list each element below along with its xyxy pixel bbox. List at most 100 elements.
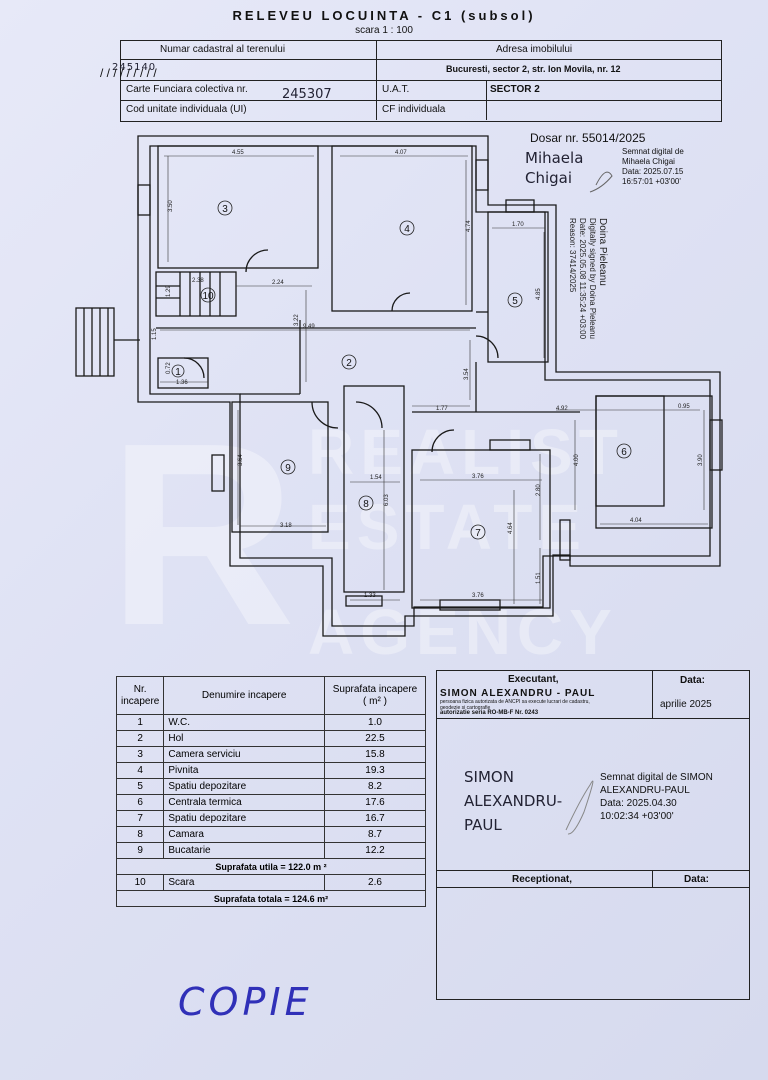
- watermark-logo: R: [108, 390, 296, 680]
- executant-digital-sig: Semnat digital de SIMON ALEXANDRU-PAUL D…: [600, 772, 713, 822]
- cadastral-label: Numar cadastral al terenului: [160, 44, 286, 55]
- sig-name-line2: ALEXANDRU-: [464, 792, 563, 810]
- row-name: Bucatarie: [163, 842, 325, 859]
- dim-label: 3.22: [294, 314, 300, 326]
- dim-label: 4.55: [232, 150, 244, 156]
- sig-name-line3: PAUL: [464, 816, 502, 834]
- address-value: Bucuresti, sector 2, str. Ion Movila, nr…: [446, 64, 621, 74]
- dim-label: 1.70: [512, 222, 524, 228]
- executant-name: SIMON ALEXANDRU - PAUL: [440, 688, 596, 699]
- watermark-line2: ESTATE: [308, 491, 587, 563]
- row-area: 17.6: [324, 794, 426, 811]
- copie-handwritten: COPIE: [178, 980, 313, 1024]
- dim-label: 1.15: [152, 328, 158, 340]
- row-area: 22.5: [324, 730, 426, 747]
- row-area: 1.0: [324, 714, 426, 731]
- row-area: 15.8: [324, 746, 426, 763]
- row-nr: 5: [115, 778, 165, 795]
- dim-label: 3.18: [280, 523, 292, 529]
- executant-desc2: geodezie si cartografie: [440, 705, 491, 711]
- row-area: 8.2: [324, 778, 426, 795]
- dosar-number: Dosar nr. 55014/2025: [530, 131, 646, 145]
- room-number-10: 10: [202, 291, 214, 302]
- watermark-line1: REALIST: [308, 416, 624, 488]
- dosar-sig-name2: Chigai: [525, 169, 573, 187]
- row-nr: 3: [115, 746, 165, 763]
- row-name: W.C.: [163, 714, 325, 731]
- dim-label: 4.74: [466, 220, 472, 232]
- row-area: 12.2: [324, 842, 426, 859]
- row-area: 8.7: [324, 826, 426, 843]
- cf-individual-label: CF individuala: [382, 104, 446, 115]
- row-nr: 6: [115, 794, 165, 811]
- row-nr: 8: [115, 826, 165, 843]
- dim-label: 2.24: [272, 280, 284, 286]
- dim-label: 4.07: [395, 150, 407, 156]
- row-name: Centrala termica: [163, 794, 325, 811]
- dim-label: 3.90: [698, 454, 704, 466]
- dim-label: 3.76: [472, 593, 484, 599]
- dim-label: 0.95: [678, 404, 690, 410]
- room-number-6: 6: [621, 447, 627, 458]
- executant-label: Executant,: [508, 674, 559, 685]
- dosar-digital-sig: Semnat digital de Mihaela Chigai Data: 2…: [622, 147, 684, 186]
- dosar-sig-name1: Mihaela: [525, 149, 584, 167]
- dim-label: 2.80: [536, 484, 542, 496]
- rotated-sig-line4: Reason: 37414/2025: [568, 218, 577, 293]
- dim-label: 2.38: [192, 278, 204, 284]
- row10-nr: 10: [115, 874, 165, 891]
- row-area: 19.3: [324, 762, 426, 779]
- row-nr: 2: [115, 730, 165, 747]
- ui-label: Cod unitate individuala (UI): [126, 104, 247, 115]
- col-name-header: Denumire incapere: [163, 676, 325, 715]
- total-area: Suprafata totala = 124.6 m²: [116, 890, 426, 907]
- dim-label: 3.64: [238, 454, 244, 466]
- address-label: Adresa imobilului: [496, 44, 573, 55]
- date-label: Data:: [680, 675, 706, 686]
- rotated-sig-line2: Digitally signed by Doina Pieleanu: [588, 218, 597, 339]
- row-name: Pivnita: [163, 762, 325, 779]
- dim-label: 4.85: [536, 288, 542, 300]
- dim-label: 3.50: [168, 200, 174, 212]
- room-number-3: 3: [222, 204, 228, 215]
- room-number-2: 2: [346, 358, 352, 369]
- dim-label: 4.04: [630, 518, 642, 524]
- useful-area: Suprafata utila = 122.0 m ²: [116, 858, 426, 875]
- dim-label: 4.64: [508, 522, 514, 534]
- dim-label: 1.51: [536, 572, 542, 584]
- receptionat-label: Receptionat,: [512, 874, 573, 885]
- row-nr: 4: [115, 762, 165, 779]
- room-number-5: 5: [512, 296, 518, 307]
- row10-area: 2.6: [324, 874, 426, 891]
- page-title: RELEVEU LOCUINTA - C1 (subsol): [232, 8, 536, 23]
- room-number-7: 7: [475, 528, 481, 539]
- row-area: 16.7: [324, 810, 426, 827]
- row-name: Camera serviciu: [163, 746, 325, 763]
- dim-label: 0.72: [166, 362, 172, 374]
- scale-label: scara 1 : 100: [355, 25, 413, 36]
- row-nr: 1: [115, 714, 165, 731]
- sig-name-line1: SIMON: [464, 768, 514, 786]
- dim-label: 4.92: [556, 406, 568, 412]
- dim-label: 1.54: [370, 475, 382, 481]
- cadastral-value: 245140: [112, 62, 157, 73]
- executant-desc1: persoana fizica autorizata de ANCPI sa e…: [440, 699, 590, 705]
- row-name: Hol: [163, 730, 325, 747]
- cf-value: 245307: [282, 87, 332, 102]
- row-name: Spatiu depozitare: [163, 810, 325, 827]
- room-number-9: 9: [285, 463, 291, 474]
- dim-label: 1.77: [436, 406, 448, 412]
- dim-label: 1.36: [176, 380, 188, 386]
- dim-label: 3.54: [464, 368, 470, 380]
- executant-auth: autorizatie seria RO-MB-F Nr. 0243: [440, 710, 539, 716]
